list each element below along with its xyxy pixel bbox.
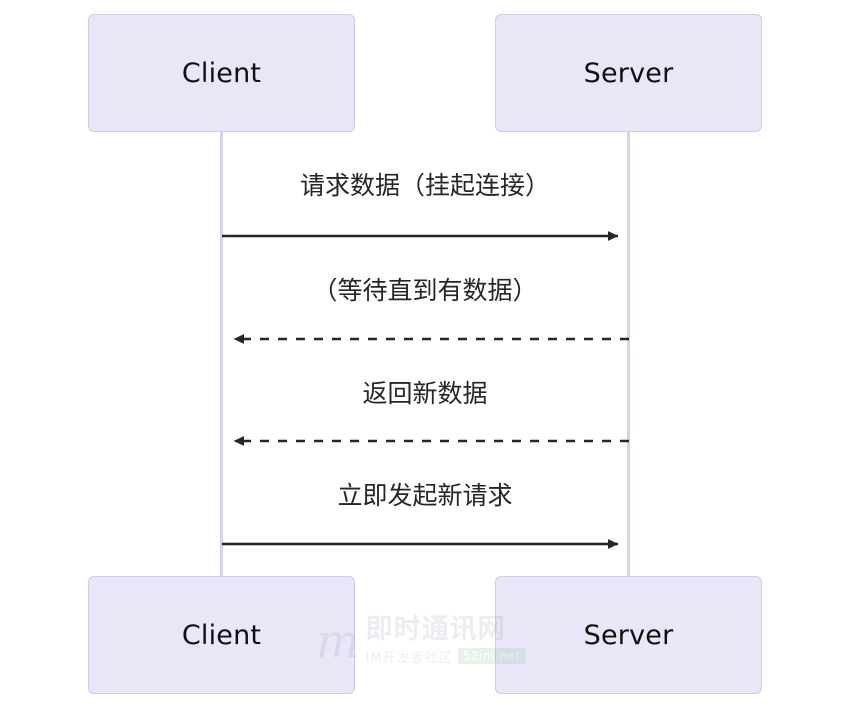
participant-label-client-top: Client [181,57,262,89]
message-label-3: 立即发起新请求 [0,476,864,512]
message-label-3-text: 立即发起新请求 [337,481,513,510]
participant-label-server-bottom: Server [583,619,674,651]
participant-label-server-top: Server [583,57,674,89]
message-label-0-text: 请求数据（挂起连接） [299,171,550,200]
lifeline-server [627,132,630,576]
message-label-0: 请求数据（挂起连接） [0,166,864,202]
lifeline-client [220,132,223,576]
message-label-1-text: （等待直到有数据） [312,276,538,305]
watermark-tagline: IM开发者社区 [365,650,453,666]
participant-box-client-top: Client [88,14,355,132]
participant-box-server-top: Server [495,14,762,132]
participant-label-client-bottom: Client [181,619,262,651]
message-label-1: （等待直到有数据） [0,271,864,307]
participant-box-server-bottom: Server [495,576,762,694]
participant-box-client-bottom: Client [88,576,355,694]
message-label-2-text: 返回新数据 [362,379,488,408]
message-label-2: 返回新数据 [0,374,864,410]
